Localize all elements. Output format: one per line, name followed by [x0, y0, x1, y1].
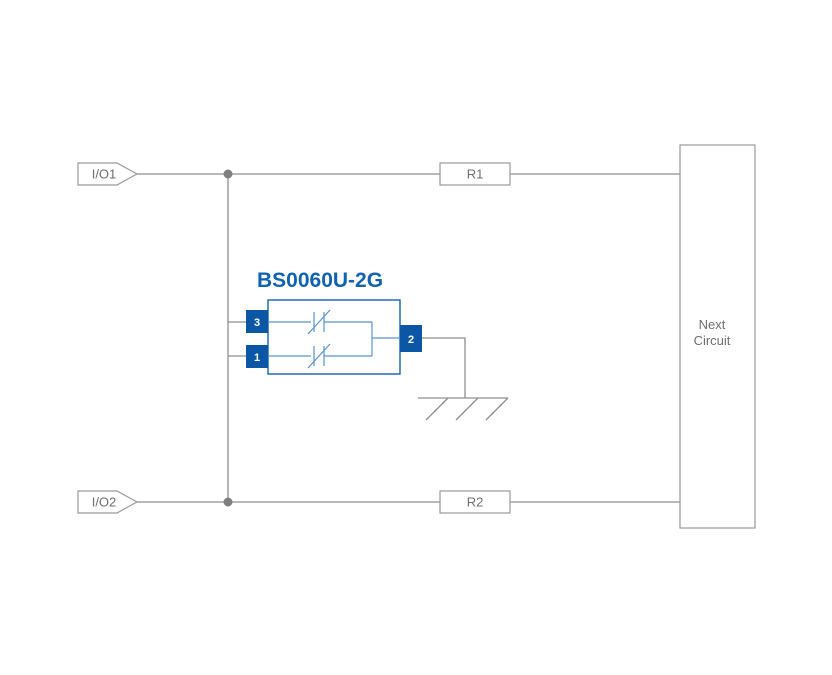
component-internal-circuit	[268, 309, 400, 369]
pin-3-pad	[246, 310, 268, 333]
junction-dot-bottom	[223, 497, 233, 507]
ground-icon	[418, 397, 509, 421]
resistor-r2: R2	[439, 490, 511, 514]
r1-box	[439, 162, 511, 186]
pin-2-pad	[400, 325, 422, 352]
component-part-number: BS0060U-2G	[257, 269, 383, 292]
pin-1-pad	[246, 345, 268, 368]
pin-3-number: 3	[254, 317, 260, 329]
pin-1-number: 1	[254, 352, 260, 364]
io2-tag: I/O2	[77, 490, 139, 514]
junction-dot-top	[223, 169, 233, 179]
io1-tag: I/O1	[77, 162, 139, 186]
next-circuit-block: Next Circuit	[679, 144, 756, 529]
io2-label: I/O2	[92, 495, 117, 510]
r2-label: R2	[467, 495, 484, 510]
r1-label: R1	[467, 167, 484, 182]
next-circuit-box	[679, 144, 756, 529]
component-body	[267, 299, 401, 375]
next-circuit-label-line2: Circuit	[694, 333, 731, 348]
pin-2-number: 2	[408, 334, 414, 346]
resistor-r1: R1	[439, 162, 511, 186]
r2-box	[439, 490, 511, 514]
io1-tag-shape	[77, 162, 139, 186]
next-circuit-label-line1: Next	[699, 317, 726, 332]
esd-component: BS0060U-2G	[246, 269, 422, 375]
io1-label: I/O1	[92, 167, 117, 182]
io2-tag-shape	[77, 490, 139, 514]
pin2-ground-wire	[422, 337, 466, 398]
